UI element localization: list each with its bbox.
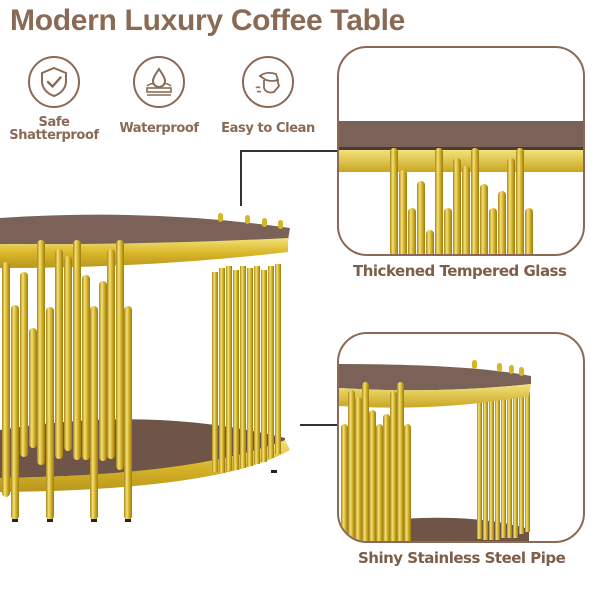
- feature-waterproof: Waterproof: [109, 56, 209, 135]
- water-drop-icon: [133, 56, 185, 108]
- coffee-table-image: [0, 213, 290, 522]
- caption-steel-pipe: Shiny Stainless Steel Pipe: [358, 549, 566, 567]
- feature-label-line2: Shatterproof: [9, 128, 99, 143]
- pipe-closeup-image: [339, 360, 531, 541]
- detail-pipe-closeup: [337, 332, 585, 543]
- feature-label-line1: Easy to Clean: [221, 121, 315, 136]
- connector-line-glass-vertical: [240, 150, 242, 206]
- page-title: Modern Luxury Coffee Table: [10, 4, 406, 37]
- feature-easy-to-clean: Easy to Clean: [218, 56, 318, 135]
- caption-tempered-glass: Thickened Tempered Glass: [353, 262, 567, 280]
- connector-line-glass: [240, 150, 338, 152]
- shield-check-icon: [28, 56, 80, 108]
- hand-wipe-icon: [242, 56, 294, 108]
- feature-label-line1: Waterproof: [119, 121, 199, 136]
- connector-line-pipe: [300, 424, 338, 426]
- detail-glass-closeup: [337, 46, 585, 256]
- feature-label: Easy to Clean: [218, 122, 318, 135]
- feature-label: Safe Shatterproof: [4, 116, 104, 142]
- glass-closeup-image: [339, 121, 583, 254]
- feature-label: Waterproof: [109, 122, 209, 135]
- feature-label-line1: Safe: [38, 115, 70, 130]
- feature-safe-shatterproof: Safe Shatterproof: [4, 56, 104, 142]
